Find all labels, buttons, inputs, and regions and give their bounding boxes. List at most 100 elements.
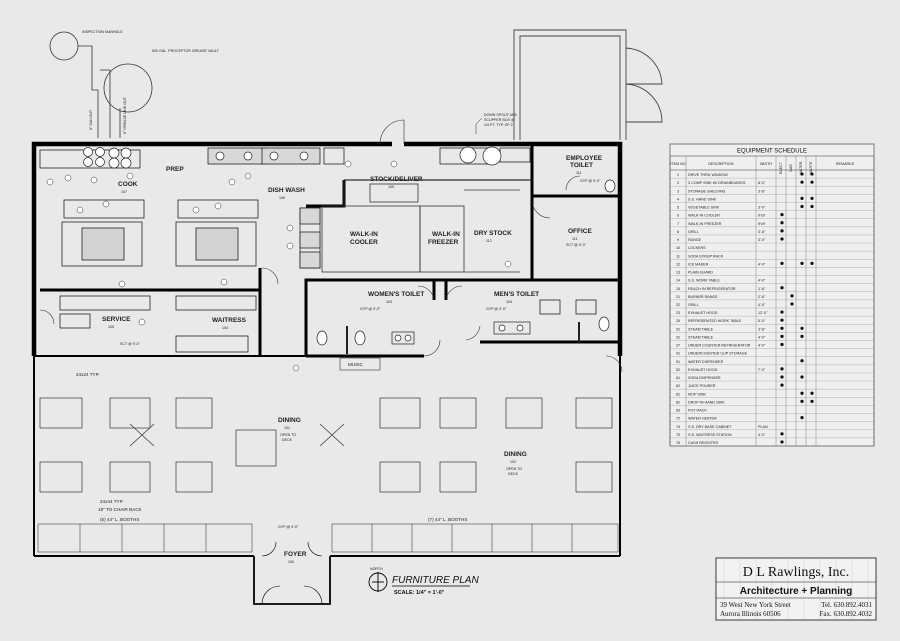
- music-booth: [339, 357, 381, 371]
- schedule-mark: [810, 180, 814, 184]
- downspout-note-1: DOWN SPOUT AND: [484, 113, 517, 117]
- schedule-item-width: 4'-0": [758, 303, 766, 307]
- stall-partition-mens: [578, 322, 580, 342]
- schedule-item-no: 11: [676, 254, 680, 258]
- room-label-stock-deliver: STOCK/DELIVER: [370, 176, 423, 183]
- schedule-mark: [780, 375, 784, 379]
- schedule-item-no: 83: [676, 409, 680, 413]
- schedule-item-desc: S.S. HAND SINK: [688, 197, 717, 201]
- schedule-item-desc: CASH REGISTER: [688, 441, 718, 445]
- schedule-header-0: ITEM NO: [670, 162, 685, 166]
- schedule-mark: [800, 359, 804, 363]
- schedule-mark: [810, 261, 814, 265]
- schedule-item-desc: GRILL: [688, 303, 699, 307]
- schedule-item-desc: STEAM TABLE: [688, 327, 714, 331]
- schedule-item-width: 4'-0": [758, 279, 766, 283]
- site-utilities: [49, 31, 153, 138]
- room-label-dining-left: DINING: [278, 417, 301, 424]
- schedule-mark: [800, 399, 804, 403]
- schedule-mark: [800, 375, 804, 379]
- schedule-mark: [800, 196, 804, 201]
- room-label-mens-toilet: MEN'S TOILET: [494, 291, 539, 298]
- schedule-mark: [780, 334, 784, 339]
- schedule-mark: [780, 326, 784, 330]
- schedule-mark: [810, 399, 814, 403]
- schedule-item-no: 76: [676, 441, 680, 445]
- schedule-mark: [790, 294, 794, 298]
- schedule-item-width: 4'-0": [758, 262, 766, 266]
- interior-door-swings: [39, 175, 623, 373]
- note-table-24: 24x24 TYP.: [76, 372, 99, 377]
- schedule-item-no: 51: [676, 360, 680, 364]
- room-label-employee-toilet-2: TOILET: [570, 162, 593, 169]
- schedule-item-desc: WALK-IN COOLER: [688, 214, 720, 218]
- schedule-mark: [780, 213, 784, 217]
- room-label-dish-wash: DISH WASH: [268, 187, 305, 194]
- schedule-item-no: 21: [676, 295, 680, 299]
- dining-left-note-2: DECK: [282, 438, 293, 442]
- schedule-item-desc: S.S. DRY BASE CABINET: [688, 425, 732, 429]
- schedule-item-desc: REFRIGERATED WORK TABLE: [688, 319, 742, 323]
- room-label-music: MUSIC: [348, 362, 363, 367]
- office-ceiling: SCT @ 9'-0": [566, 243, 587, 247]
- schedule-item-desc: DRIVE THRU WINDOW: [688, 173, 728, 177]
- schedule-item-width: 4'-0": [758, 433, 766, 437]
- schedule-mark: [780, 229, 784, 233]
- schedule-item-desc: MOP SINK: [688, 392, 707, 396]
- dining-right-note-2: DECK: [508, 472, 519, 476]
- schedule-item-no: 81: [676, 392, 680, 396]
- title-block: D L Rawlings, Inc. Architecture + Planni…: [715, 557, 877, 621]
- schedule-item-no: 14: [676, 279, 680, 283]
- inspection-manhole-label: INSPECTION MANHOLE: [82, 30, 123, 34]
- downspout-note-3: 1/4 PT. TYP. OF 2: [484, 123, 513, 127]
- schedule-mark: [780, 367, 784, 371]
- schedule-item-no: 72: [676, 417, 680, 421]
- schedule-item-width: 4'-0": [758, 335, 766, 339]
- room-number-mens-toilet: 104: [506, 300, 512, 304]
- schedule-item-desc: ICE MAKER: [688, 262, 709, 266]
- employee-toilet-ceiling: GYP @ 9'-0": [580, 179, 601, 183]
- drawing-scale: SCALE: 1/4" = 1'-0": [394, 590, 445, 596]
- schedule-item-no: 23: [676, 311, 680, 315]
- booths-right: [331, 523, 619, 553]
- firm-fax: Fax. 630.892.4032: [820, 610, 873, 618]
- schedule-item-desc: JUICE POURER: [688, 384, 716, 388]
- room-label-prep: PREP: [166, 166, 184, 173]
- schedule-item-width: 8'-0": [758, 181, 766, 185]
- downspout-note-2: SCUPPER BOX @: [484, 118, 515, 122]
- schedule-item-no: 1: [677, 173, 679, 177]
- schedule-item-desc: EXHAUST HOOD: [688, 311, 718, 315]
- schedule-item-no: 4: [677, 197, 679, 201]
- schedule-item-desc: WALK-IN FREEZER: [688, 222, 722, 226]
- drawing-title: FURNITURE PLAN: [392, 575, 479, 586]
- schedule-item-desc: REACH IN REFRIGERATOR: [688, 287, 736, 291]
- dining-left-note-1: OPEN TO: [280, 433, 296, 437]
- schedule-item-desc: GRILL: [688, 230, 699, 234]
- schedule-item-no: 3: [677, 189, 679, 193]
- schedule-item-no: 2: [677, 181, 679, 185]
- room-label-walk-in-cooler-1: WALK-IN: [350, 231, 378, 238]
- schedule-mark: [800, 334, 804, 339]
- schedule-mark: [800, 204, 804, 209]
- schedule-item-no: 74: [676, 425, 680, 429]
- schedule-item-desc: UNDERCOUNTER CUP STORAGE: [688, 352, 748, 356]
- schedule-mark: [810, 196, 814, 201]
- schedule-mark: [810, 391, 814, 395]
- schedule-item-desc: S.S. WORK TABLE: [688, 279, 720, 283]
- dining-right-note-1: OPEN TO: [506, 467, 522, 471]
- grease-line-label: 6" GREASE LINE OUT: [123, 96, 127, 134]
- room-number-stock-deliver: 109: [388, 185, 394, 189]
- inspection-manhole-symbol: [49, 31, 79, 61]
- schedule-item-no: 22: [676, 303, 680, 307]
- womens-toilet-ceiling: GYP @ 9'-0": [360, 307, 381, 311]
- schedule-header-1: DESCRIPTION: [708, 162, 734, 166]
- schedule-item-desc: LOCKERS: [688, 246, 706, 250]
- schedule-header-4: GAS: [789, 164, 793, 172]
- schedule-mark: [800, 326, 804, 330]
- schedule-mark: [780, 286, 784, 290]
- schedule-item-no: 37: [676, 344, 680, 348]
- san-out-label: 6" SAN OUT: [89, 109, 93, 130]
- schedule-item-desc: STEAM TABLE: [688, 335, 714, 339]
- mens-toilet-ceiling: GYP @ 9'-0": [486, 307, 507, 311]
- room-number-dish-wash: 106: [279, 196, 285, 200]
